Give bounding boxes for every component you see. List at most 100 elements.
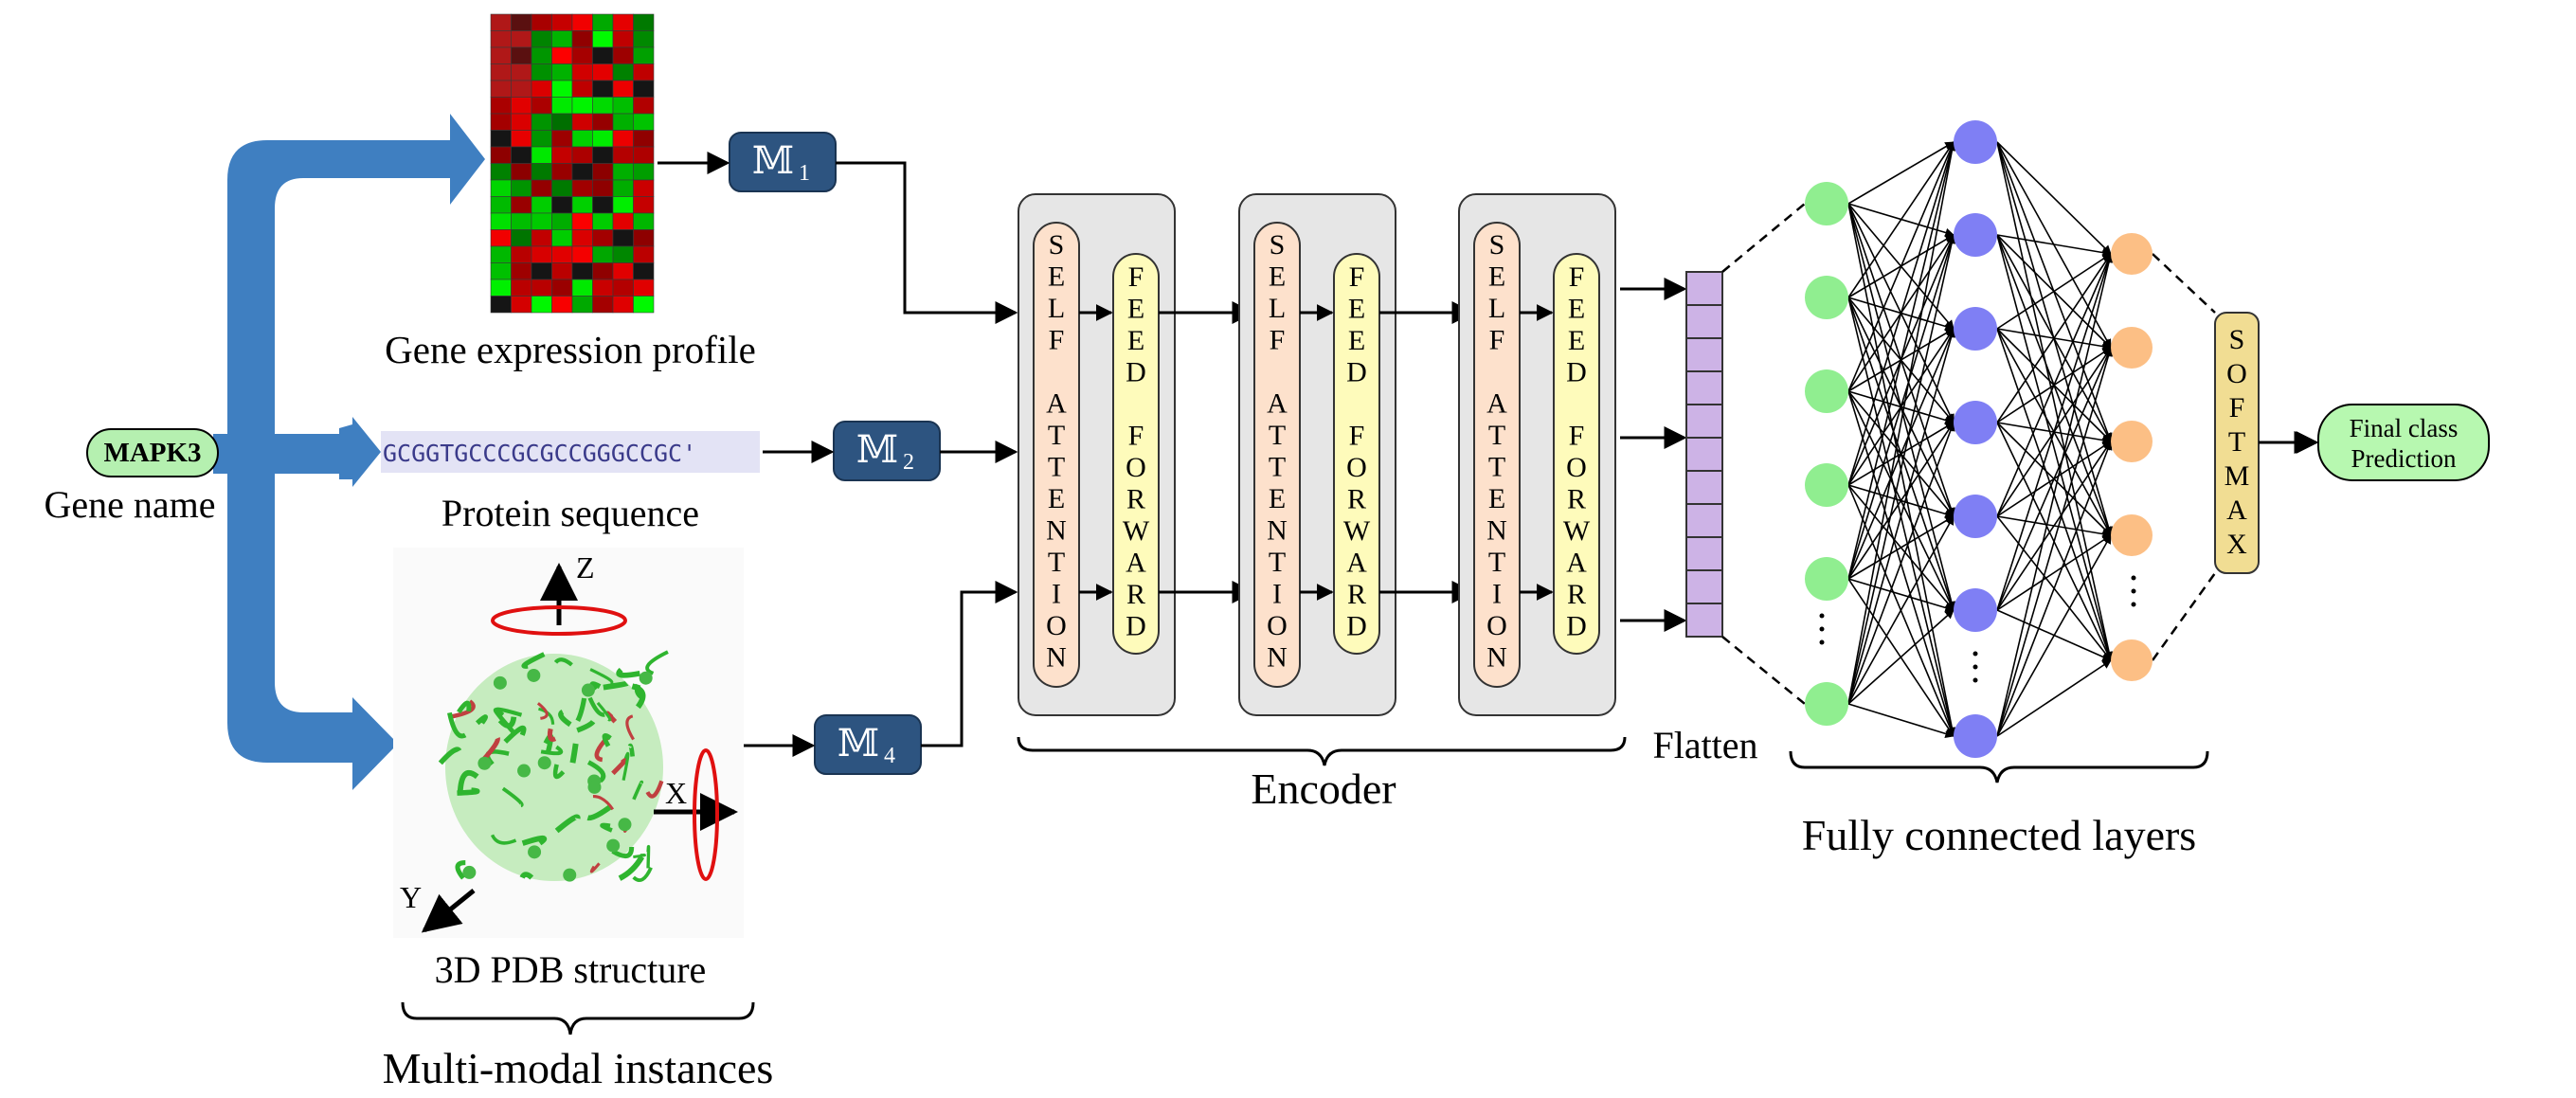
- fc-ellipsis-dot: [2131, 588, 2136, 594]
- heatmap-cell: [511, 296, 532, 314]
- heatmap-cell: [571, 80, 593, 98]
- heatmap-cell: [531, 262, 552, 280]
- heatmap-cell: [531, 279, 552, 297]
- heatmap-cell: [592, 113, 614, 131]
- heatmap-cell: [571, 296, 593, 314]
- fc-node-layer1: [1805, 463, 1848, 507]
- self-attention-letter: T: [1048, 547, 1065, 578]
- feed-forward-letter: W: [1123, 515, 1150, 547]
- fc-edge: [1847, 422, 1955, 705]
- fc-edge: [1847, 234, 1956, 705]
- heatmap-cell: [490, 63, 512, 81]
- heatmap-cell: [633, 229, 655, 247]
- fc-edge: [1847, 141, 1957, 705]
- gene-expression-heatmap: [490, 13, 655, 314]
- fc-edge: [1847, 141, 1955, 298]
- heatmap-cell: [571, 245, 593, 263]
- feed-forward-letter: F: [1349, 261, 1365, 293]
- heatmap-cell: [612, 196, 634, 214]
- heatmap-cell: [612, 146, 634, 164]
- protein-ribbon: [621, 751, 630, 782]
- self-attention-letter: T: [1048, 452, 1065, 483]
- self-attention-letter: T: [1048, 420, 1065, 451]
- heatmap-cell: [551, 229, 573, 247]
- protein-atom: [517, 764, 531, 778]
- protein-ribbon: [586, 804, 612, 821]
- protein-ribbon: [521, 652, 546, 669]
- flatten-cell: [1685, 437, 1723, 472]
- heatmap-cell: [490, 196, 512, 214]
- fc-ellipsis-dot: [1973, 651, 1978, 657]
- self-attention-letter: A: [1486, 388, 1507, 420]
- protein-ribbon: [521, 835, 548, 846]
- heatmap-cell: [511, 196, 532, 214]
- feed-forward-letter: F: [1569, 261, 1585, 293]
- heatmap-cell: [551, 163, 573, 181]
- heatmap-cell: [490, 97, 512, 115]
- protein-ribbon: [618, 855, 645, 881]
- protein-ribbon: [497, 716, 517, 729]
- self-attention-letter: A: [1046, 388, 1067, 420]
- fc-node-layer1: [1805, 557, 1848, 601]
- flatten-dashed-top: [1721, 203, 1806, 273]
- protein-ribbon: [455, 860, 466, 880]
- fc-edge: [1996, 253, 2112, 423]
- fc-edge: [1996, 534, 2112, 611]
- feed-forward-letter: W: [1343, 515, 1371, 547]
- fc-edge: [1996, 441, 2113, 737]
- protein-ribbon: [586, 760, 606, 783]
- heatmap-cell: [490, 262, 512, 280]
- protein-atom: [618, 818, 632, 832]
- feed-forward-letter: E: [1568, 325, 1585, 356]
- flatten-cell: [1685, 304, 1723, 339]
- flatten-cell: [1685, 271, 1723, 306]
- multimodal-brace: [401, 1001, 755, 1035]
- heatmap-cell: [571, 146, 593, 164]
- heatmap-cell: [531, 212, 552, 230]
- heatmap-cell: [490, 212, 512, 230]
- fc-edge: [1996, 347, 2114, 737]
- fc-caption: Fully connected layers: [1802, 811, 2196, 859]
- flatten-caption: Flatten: [1652, 724, 1757, 766]
- fc-edge: [1996, 534, 2112, 737]
- feed-forward-letter: E: [1348, 294, 1365, 325]
- fc-edge: [1996, 234, 2114, 661]
- heatmap-cell: [592, 279, 614, 297]
- fc-edge: [1996, 659, 2112, 737]
- heatmap-cell: [551, 196, 573, 214]
- flatten-cell: [1685, 569, 1723, 604]
- feed-forward-letter: O: [1566, 452, 1587, 483]
- heatmap-cell: [551, 245, 573, 263]
- prediction-line2: Prediction: [2351, 444, 2457, 473]
- encoder-brace: [1017, 736, 1627, 766]
- heatmap-cell: [633, 245, 655, 263]
- heatmap-cell: [551, 296, 573, 314]
- protein-atom: [477, 756, 492, 770]
- protein-ribbon: [587, 696, 605, 717]
- model-m4-subscript: 4: [884, 744, 895, 768]
- protein-ribbon: [600, 822, 613, 833]
- feed-forward-letter: F: [1128, 421, 1144, 452]
- heatmap-cell: [551, 13, 573, 31]
- self-attention-letter: E: [1048, 483, 1065, 514]
- heatmap-cell: [592, 30, 614, 48]
- fc-edge: [1996, 253, 2112, 330]
- feed-forward-letter: E: [1127, 294, 1144, 325]
- heatmap-cell: [633, 196, 655, 214]
- heatmap-cell: [551, 130, 573, 148]
- heatmap-cell: [531, 229, 552, 247]
- softmax-letter: S: [2229, 324, 2245, 355]
- protein-atom: [493, 675, 507, 690]
- heatmap-cell: [531, 296, 552, 314]
- heatmap-cell: [612, 46, 634, 64]
- encoder-caption: Encoder: [1251, 765, 1396, 813]
- heatmap-cell: [633, 163, 655, 181]
- heatmap-cell: [592, 212, 614, 230]
- expression-caption: Gene expression profile: [385, 328, 756, 371]
- model-m1-subscript: 1: [799, 161, 810, 186]
- feed-forward-letter: E: [1348, 325, 1365, 356]
- fc-ellipsis-dot: [1819, 639, 1825, 645]
- heatmap-cell: [633, 262, 655, 280]
- structure-caption: 3D PDB structure: [435, 948, 707, 991]
- heatmap-cell: [633, 46, 655, 64]
